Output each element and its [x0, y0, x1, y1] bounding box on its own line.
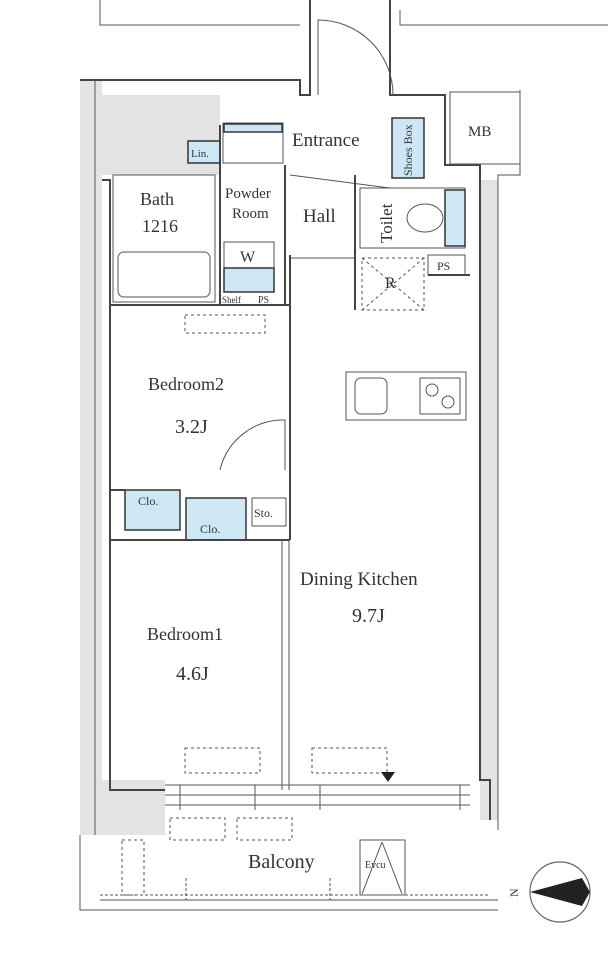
- dining-kitchen-size: 9.7J: [352, 605, 385, 627]
- compass-north-label: N: [507, 888, 521, 897]
- bath-label: Bath: [140, 189, 174, 209]
- toilet-tank: [444, 189, 466, 247]
- entrance-label: Entrance: [292, 130, 360, 151]
- closet-b: [185, 497, 247, 541]
- storage-label: Sto.: [254, 506, 273, 520]
- bath-size: 1216: [142, 216, 178, 236]
- refrigerator-space: [361, 257, 425, 311]
- bath-room: [112, 174, 216, 303]
- entrance-door[interactable]: [317, 19, 394, 96]
- stove: [419, 377, 461, 415]
- window-marker: [381, 772, 395, 782]
- shelf-label: Shelf: [222, 295, 241, 305]
- toilet-label: Toilet: [377, 203, 396, 243]
- bathtub: [117, 251, 211, 298]
- structural-column: [480, 180, 498, 820]
- bedroom2-label: Bedroom2: [148, 374, 224, 394]
- evacuation-label: Evcu: [365, 860, 386, 871]
- north-arrow-icon: [530, 878, 590, 906]
- hall-label: Hall: [303, 206, 336, 227]
- closet-a: [124, 489, 181, 531]
- toilet-bowl: [406, 203, 444, 233]
- linen-label: Lin.: [191, 148, 209, 160]
- bedroom1-size: 4.6J: [176, 663, 209, 685]
- compass: N: [507, 861, 591, 923]
- shoes-box-label: Shoes Box: [401, 124, 415, 176]
- kitchen-counter: [345, 371, 467, 421]
- washer-label: W: [240, 249, 256, 266]
- structural-column: [80, 780, 165, 835]
- washer-pan: [223, 267, 275, 293]
- meter-box: [449, 91, 521, 165]
- window-sashes: [165, 784, 470, 810]
- basin-top: [223, 123, 283, 133]
- wash-basin: [222, 122, 284, 164]
- closet-a-label: Clo.: [138, 494, 158, 508]
- outer-walls: [79, 0, 608, 911]
- dining-kitchen-label: Dining Kitchen: [300, 569, 418, 590]
- mb-label: MB: [468, 124, 491, 140]
- balcony-label: Balcony: [248, 851, 315, 873]
- shoes-box: [391, 117, 425, 179]
- ps-bath-label: PS: [258, 295, 269, 306]
- hall-door[interactable]: [289, 174, 391, 259]
- sink: [354, 377, 388, 415]
- powder-room-label-1: Powder: [225, 186, 271, 202]
- bedroom2-door[interactable]: [219, 419, 286, 471]
- ps-kitchen-label: PS: [437, 259, 450, 273]
- refrigerator-label: R: [385, 275, 396, 292]
- storage: [251, 497, 287, 527]
- powder-room-label-2: Room: [232, 206, 269, 222]
- bedroom2-size: 3.2J: [175, 416, 208, 438]
- closet-b-label: Clo.: [200, 522, 220, 536]
- bedroom1-label: Bedroom1: [147, 624, 223, 644]
- structural-column: [80, 80, 102, 835]
